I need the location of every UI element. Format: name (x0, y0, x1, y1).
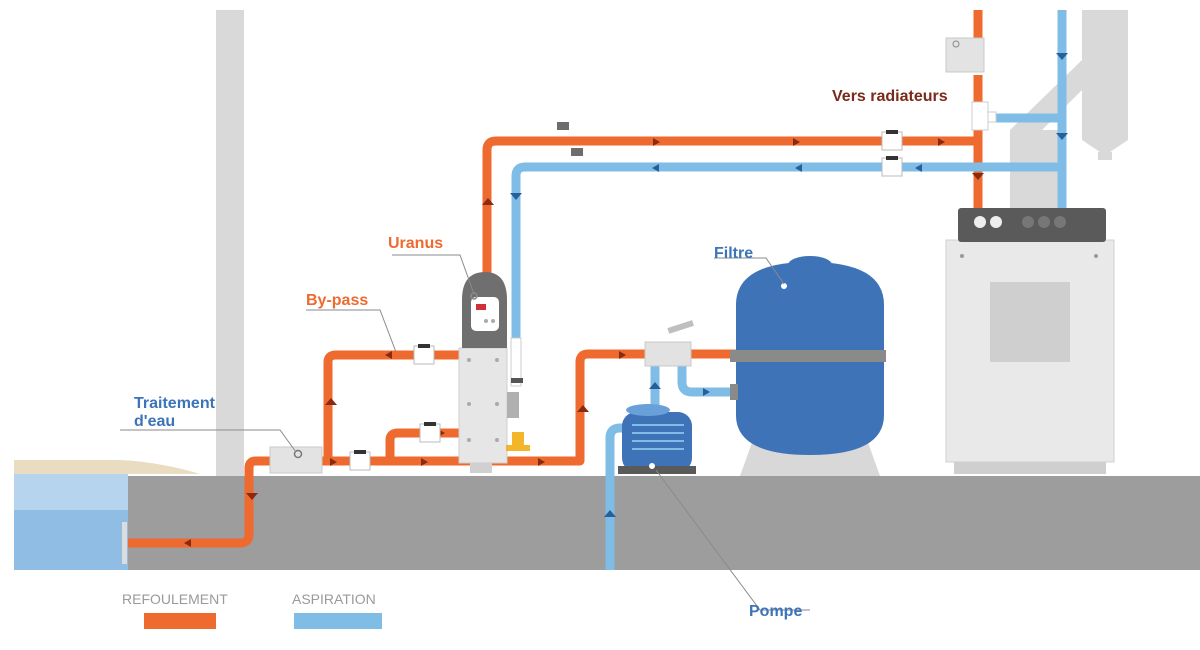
refoulement-pipes (128, 10, 983, 548)
label-filtre: Filtre (714, 245, 753, 262)
label-pompe: Pompe (749, 603, 802, 620)
probe-top-blue (571, 148, 583, 156)
aspiration-pipes (511, 10, 1067, 570)
valve-bypass-bottom (419, 422, 441, 443)
valve-bypass-top (413, 344, 435, 365)
label-radiateurs: Vers radiateurs (832, 88, 948, 105)
valve-top-blue (881, 156, 903, 177)
valve-main-return (349, 450, 371, 471)
legend-refoulement-swatch (144, 613, 216, 629)
valves (349, 122, 903, 471)
label-traitement-line2: d'eau (134, 413, 175, 430)
filter-valve (644, 320, 694, 367)
pool (14, 460, 200, 570)
boiler-chimney (1010, 10, 1128, 210)
traitement-unit (269, 446, 323, 474)
leader-lines (120, 254, 810, 611)
legend-aspiration-label: ASPIRATION (292, 591, 376, 607)
valve-top-orange (881, 130, 903, 151)
ground (128, 476, 1200, 570)
wall-pillar (216, 10, 244, 478)
filtre-unit (730, 256, 886, 476)
label-bypass: By-pass (306, 292, 368, 309)
label-uranus: Uranus (388, 235, 443, 252)
label-traitement-line1: Traitement (134, 395, 216, 412)
legend-refoulement-label: REFOULEMENT (122, 591, 228, 607)
probe-top-orange (557, 122, 569, 130)
flow-arrows-aspiration (510, 53, 1068, 517)
pompe-unit (618, 404, 696, 474)
legend: REFOULEMENT ASPIRATION (122, 591, 382, 629)
boiler-unit (945, 208, 1115, 474)
radiator-fittings (945, 37, 997, 131)
legend-aspiration-swatch (294, 613, 382, 629)
